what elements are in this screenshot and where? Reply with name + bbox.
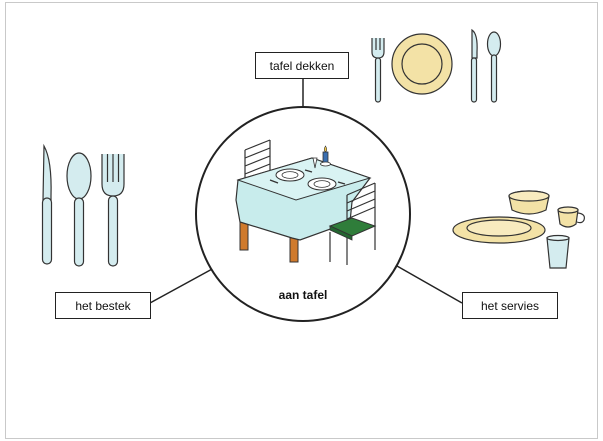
node-het-bestek-label: het bestek (75, 299, 130, 313)
connector-left (150, 268, 214, 303)
node-het-servies: het servies (462, 292, 558, 319)
node-tafel-dekken-label: tafel dekken (270, 59, 335, 73)
center-label: aan tafel (253, 288, 353, 302)
tableware-illustration (453, 191, 584, 268)
node-tafel-dekken: tafel dekken (255, 52, 349, 79)
place-setting-illustration (372, 30, 501, 102)
cutlery-illustration (43, 146, 125, 266)
node-het-bestek: het bestek (55, 292, 151, 319)
node-het-servies-label: het servies (481, 299, 539, 313)
connector-right (397, 266, 462, 303)
